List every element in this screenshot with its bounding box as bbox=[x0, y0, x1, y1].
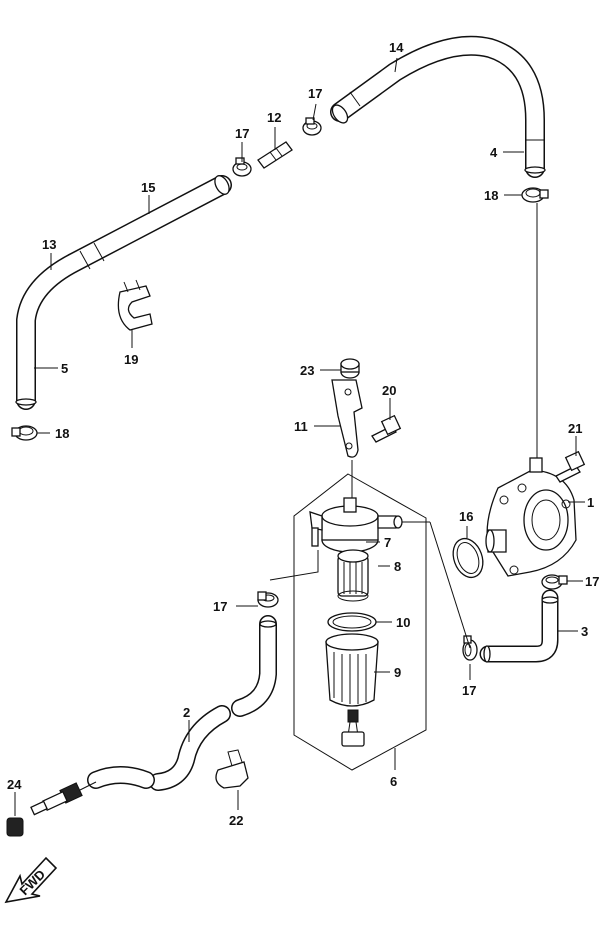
callout-24: 24 bbox=[7, 777, 22, 792]
hose-clamp-17-pump bbox=[541, 574, 568, 590]
callout-15: 15 bbox=[141, 180, 155, 195]
callout-13: 13 bbox=[42, 237, 56, 252]
bolt-20 bbox=[371, 414, 402, 443]
o-ring-10 bbox=[327, 612, 377, 632]
nut-23 bbox=[340, 358, 360, 379]
callout-17-filter: 17 bbox=[213, 599, 227, 614]
callout-16: 16 bbox=[459, 509, 473, 524]
leader-lines bbox=[14, 57, 585, 816]
fuel-pump-1 bbox=[485, 457, 577, 577]
hose-14 bbox=[330, 35, 546, 178]
callout-labels: 1 2 3 4 5 6 7 8 9 10 11 12 13 14 15 16 1… bbox=[7, 40, 599, 828]
callout-6: 6 bbox=[390, 774, 397, 789]
filter-cup-9 bbox=[325, 633, 379, 747]
callout-3: 3 bbox=[581, 624, 588, 639]
callout-7: 7 bbox=[384, 535, 391, 550]
joint-12 bbox=[257, 141, 293, 169]
fuel-connector-24 bbox=[30, 781, 97, 816]
filter-assembly-6-outline bbox=[293, 473, 427, 771]
callout-2: 2 bbox=[183, 705, 190, 720]
hose-clamp-18-top bbox=[521, 187, 549, 203]
o-ring-16 bbox=[452, 537, 484, 579]
bolt-21 bbox=[555, 450, 586, 483]
hose-clamp-18-left bbox=[11, 425, 38, 441]
callout-1: 1 bbox=[587, 495, 594, 510]
hose-15 bbox=[15, 175, 232, 410]
hose-2 bbox=[87, 615, 277, 791]
callout-22: 22 bbox=[229, 813, 243, 828]
callout-21: 21 bbox=[568, 421, 582, 436]
callout-14: 14 bbox=[389, 40, 404, 55]
callout-18-top: 18 bbox=[484, 188, 498, 203]
callout-10: 10 bbox=[396, 615, 410, 630]
callout-12: 12 bbox=[267, 110, 281, 125]
callout-8: 8 bbox=[394, 559, 401, 574]
callout-11: 11 bbox=[294, 419, 308, 434]
filter-element-8 bbox=[337, 549, 369, 602]
callout-4: 4 bbox=[490, 145, 498, 160]
clip-19 bbox=[117, 279, 153, 331]
hose-clamp-17-filter bbox=[257, 591, 279, 608]
callout-23: 23 bbox=[300, 363, 314, 378]
hose-clamp-17-upper-right bbox=[302, 117, 322, 136]
callout-18-left: 18 bbox=[55, 426, 69, 441]
clip-22 bbox=[215, 749, 249, 789]
callout-19: 19 bbox=[124, 352, 138, 367]
callout-9: 9 bbox=[394, 665, 401, 680]
callout-17-lower-right: 17 bbox=[462, 683, 476, 698]
callout-17-upper-right: 17 bbox=[308, 86, 322, 101]
hose-3 bbox=[479, 589, 559, 663]
fwd-direction-arrow: FWD bbox=[4, 856, 58, 904]
callout-5: 5 bbox=[61, 361, 68, 376]
bracket-11 bbox=[331, 379, 363, 458]
callout-17-upper-left: 17 bbox=[235, 126, 249, 141]
callout-20: 20 bbox=[382, 383, 396, 398]
filter-cap-7 bbox=[309, 497, 403, 553]
callout-17-pump: 17 bbox=[585, 574, 599, 589]
connector-cap-24 bbox=[6, 817, 24, 837]
